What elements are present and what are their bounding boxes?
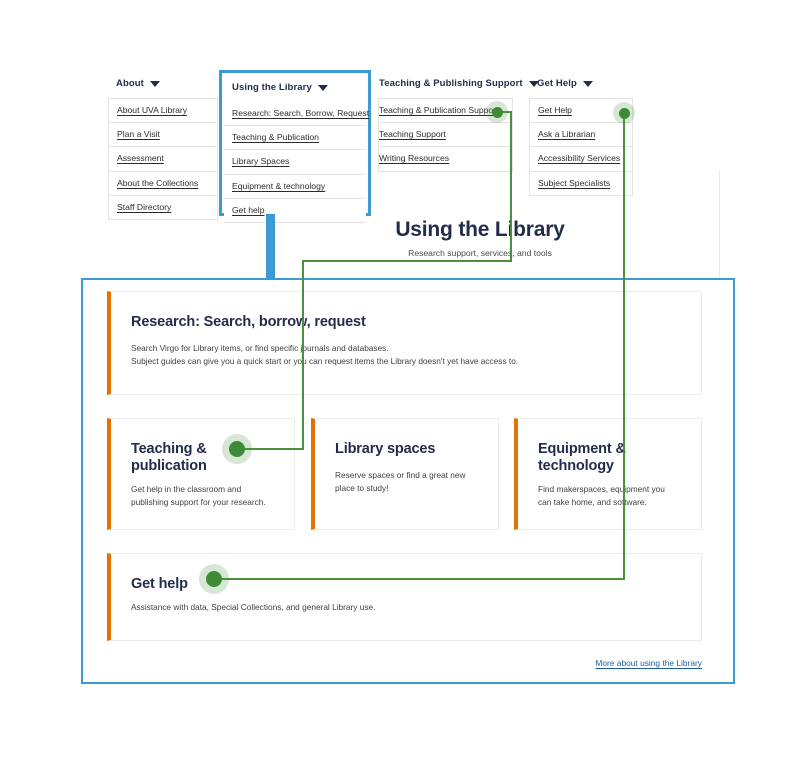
panel-divider	[719, 170, 720, 278]
chevron-down-icon	[582, 80, 593, 87]
page-title: Using the Library	[395, 218, 565, 241]
card-research[interactable]: Research: Search, borrow, request Search…	[107, 291, 702, 395]
nav-column-title[interactable]: About	[116, 78, 218, 89]
menu-item[interactable]: Staff Directory	[109, 196, 217, 220]
card-body-line: Assistance with data, Special Collection…	[131, 602, 376, 613]
nav-column-title[interactable]: Teaching & Publishing Support	[379, 78, 539, 89]
connector-dot-get-help-card	[199, 564, 229, 594]
card-title: Equipment & technology	[538, 441, 626, 475]
connector-teaching-vertical-left	[302, 260, 304, 450]
connector-get-help-vertical	[623, 113, 625, 580]
menu-item-label: Writing Resources	[379, 153, 450, 164]
menu-item-label: Teaching & Publication Support	[379, 105, 499, 115]
card-body: Get help in the classroom and publishing…	[131, 483, 274, 509]
nav-column-title[interactable]: Get Help	[537, 78, 633, 89]
card-body-line: Subject guides can give you a quick star…	[131, 355, 519, 366]
card-title: Library spaces	[335, 441, 436, 457]
menu-item[interactable]: Writing Resources	[379, 147, 512, 172]
menu-item-label: Research: Search, Borrow, Request	[232, 108, 370, 118]
more-about-using-the-library-link[interactable]: More about using the Library	[595, 658, 702, 668]
connector-teaching-horizontal-bottom	[245, 448, 304, 450]
connector-teaching-horizontal-mid	[302, 260, 512, 262]
menu-item[interactable]: About UVA Library	[109, 99, 217, 124]
menu-item[interactable]: Ask a Librarian	[530, 123, 632, 148]
card-library-spaces[interactable]: Library spaces Reserve spaces or find a …	[311, 418, 499, 530]
nav-column-title[interactable]: Using the Library	[232, 82, 366, 93]
menu-item[interactable]: Teaching & Publication Support	[379, 99, 512, 124]
nav-menu-list: Research: Search, Borrow, Request Teachi…	[224, 102, 370, 223]
menu-item[interactable]: Teaching & Publication	[224, 126, 366, 151]
chevron-down-icon	[317, 84, 328, 91]
menu-item-label: Library Spaces	[232, 156, 290, 167]
menu-item-label: Accessibility Services	[538, 153, 621, 164]
connector-dot-teaching-publication-support	[486, 101, 508, 123]
nav-column-label: Using the Library	[232, 82, 312, 93]
card-body: Reserve spaces or find a great new place…	[335, 469, 478, 495]
menu-item-label: Plan a Visit	[117, 129, 160, 140]
page-subtitle: Research support, services, and tools	[408, 248, 552, 258]
menu-item-label: Get help	[232, 204, 265, 215]
chevron-down-icon	[149, 80, 160, 87]
menu-item[interactable]: Get help	[224, 199, 366, 223]
menu-item-label: Staff Directory	[117, 201, 172, 212]
card-body-line: place to study!	[335, 482, 389, 493]
menu-item[interactable]: Research: Search, Borrow, Request	[224, 102, 370, 127]
card-body-line: Reserve spaces or find a great new	[335, 470, 466, 481]
menu-item[interactable]: Plan a Visit	[109, 123, 217, 148]
menu-item[interactable]: Assessment	[109, 147, 217, 172]
menu-item-label: Teaching & Publication	[232, 132, 319, 143]
nav-column-teaching-publishing-support[interactable]: Teaching & Publishing Support Teaching &…	[378, 78, 539, 172]
nav-column-label: About	[116, 78, 144, 89]
card-body-line: can take home, and software.	[538, 497, 647, 508]
card-body: Find makerspaces, equipment you can take…	[538, 483, 681, 509]
connector-using-the-library-vertical	[266, 214, 275, 280]
card-body-line: Search Virgo for Library items, or find …	[131, 343, 389, 354]
card-body-line: publishing support for your research.	[131, 497, 266, 508]
nav-column-about[interactable]: About About UVA Library Plan a Visit Ass…	[108, 78, 218, 220]
menu-item[interactable]: Accessibility Services	[530, 147, 632, 172]
card-teaching-publication[interactable]: Teaching & publication Get help in the c…	[107, 418, 295, 530]
menu-item-label: Get Help	[538, 105, 572, 115]
nav-column-get-help[interactable]: Get Help Get Help Ask a Librarian Access…	[529, 78, 633, 196]
menu-item[interactable]: Equipment & technology	[224, 175, 366, 199]
card-get-help[interactable]: Get help Assistance with data, Special C…	[107, 553, 702, 641]
page-heading-block: Using the Library Research support, serv…	[300, 218, 660, 258]
menu-item-label: Teaching Support	[379, 129, 446, 140]
connector-teaching-vertical-right	[510, 111, 512, 262]
chevron-down-icon	[528, 80, 539, 87]
menu-item[interactable]: Teaching Support	[379, 123, 512, 148]
menu-item-label: Assessment	[117, 153, 164, 164]
nav-column-label: Get Help	[537, 78, 577, 89]
card-body-line: Find makerspaces, equipment you	[538, 484, 665, 495]
menu-item[interactable]: Get Help	[530, 99, 632, 124]
card-equipment-technology[interactable]: Equipment & technology Find makerspaces,…	[514, 418, 702, 530]
connector-dot-get-help-menu	[613, 102, 635, 124]
card-title: Research: Search, borrow, request	[131, 314, 366, 330]
card-body: Search Virgo for Library items, or find …	[131, 342, 681, 368]
menu-item[interactable]: Library Spaces	[224, 150, 366, 175]
menu-item-label: Ask a Librarian	[538, 129, 596, 140]
page-content-highlight-box	[81, 278, 735, 684]
card-title: Teaching & publication	[131, 441, 207, 475]
connector-dot-teaching-publication-card	[222, 434, 252, 464]
nav-menu-list: About UVA Library Plan a Visit Assessmen…	[108, 98, 218, 220]
menu-item-label: Subject Specialists	[538, 177, 611, 188]
connector-get-help-horizontal	[222, 578, 625, 580]
menu-item-label: About the Collections	[117, 177, 199, 188]
menu-item[interactable]: Subject Specialists	[530, 172, 632, 196]
nav-column-label: Teaching & Publishing Support	[379, 78, 523, 89]
menu-item[interactable]: About the Collections	[109, 172, 217, 196]
menu-item-label: About UVA Library	[117, 105, 188, 115]
card-body-line: Get help in the classroom and	[131, 484, 242, 495]
card-title: Get help	[131, 576, 188, 592]
menu-item-label: Equipment & technology	[232, 180, 326, 191]
card-body: Assistance with data, Special Collection…	[131, 601, 681, 614]
nav-column-using-the-library[interactable]: Using the Library Research: Search, Borr…	[219, 70, 371, 223]
